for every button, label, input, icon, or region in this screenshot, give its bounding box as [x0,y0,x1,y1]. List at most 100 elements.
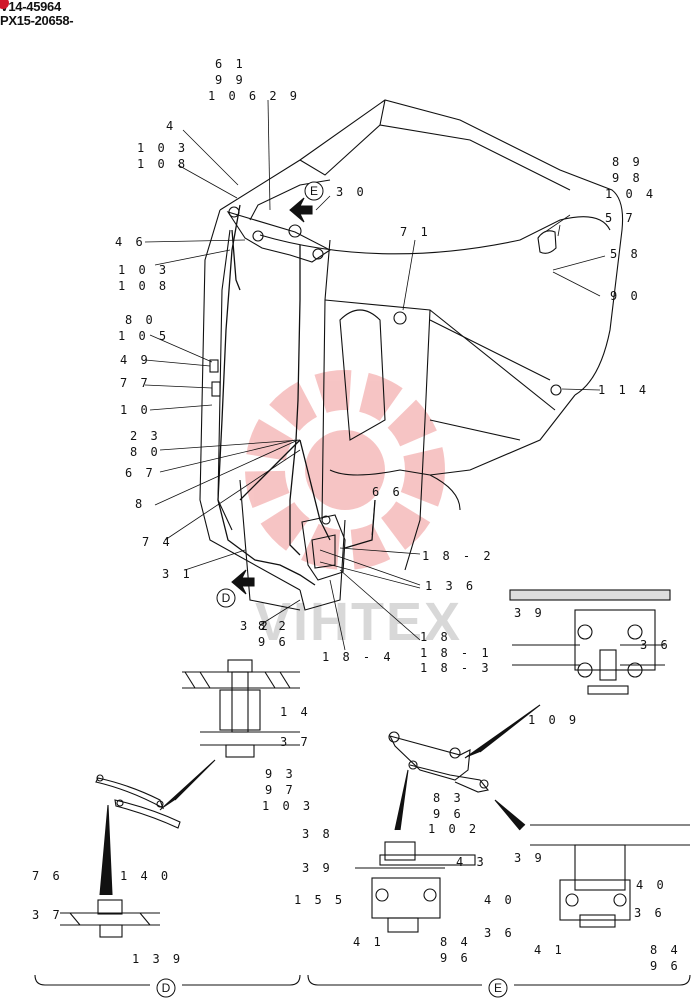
callout-layer: 6 19 91 0 6 2 941 0 31 0 83 04 61 0 31 0… [32,57,681,973]
detail-e-section-right [530,824,690,928]
callout-c71: 7 1 [400,225,431,239]
callout-c89: 8 9 [612,155,643,169]
callout-c80a: 8 0 [125,313,156,327]
callout-c18: 1 8 [420,630,451,644]
callout-c38: 3 8 [302,827,333,841]
callout-c36a: 3 6 [640,638,671,652]
view-d-bracket-line [34,974,301,986]
callout-c96d: 9 6 [650,959,681,973]
callout-c80b: 8 0 [130,445,161,459]
view-d-marker: D [216,588,236,608]
callout-c90: 9 0 [610,289,641,303]
grommet-57 [537,230,557,254]
callout-c104: 1 0 4 [605,187,656,201]
callout-c37a: 3 7 [280,735,311,749]
callout-c74: 7 4 [142,535,173,549]
callout-c96b: 9 6 [433,807,464,821]
brand-badge-icon [0,0,9,9]
callout-c84b: 8 4 [650,943,681,957]
view-e-marker: E [304,181,324,201]
callout-c183: 1 8 - 3 [420,661,492,675]
callout-c8: 8 [135,497,145,511]
callout-c96c: 9 6 [440,951,471,965]
callout-c66: 6 6 [372,485,403,499]
callout-c23: 2 3 [130,429,161,443]
view-e-caption: E [488,978,508,998]
callout-c77: 7 7 [120,376,151,390]
callout-c140: 1 4 0 [120,869,171,883]
callout-c103b: 1 0 3 [118,263,169,277]
watermark-gear-icon [245,370,445,570]
svg-text:E: E [310,184,318,198]
callout-c136: 1 3 6 [425,579,476,593]
detail-bolt-section [182,659,300,758]
view-e-bracket-line [307,974,691,986]
callout-c109: 1 0 9 [528,713,579,727]
callout-c31: 3 1 [162,567,193,581]
grommet-71 [393,311,407,325]
callout-c41b: 4 1 [534,943,565,957]
callout-c103a: 1 0 3 [137,141,188,155]
callout-c102: 1 0 2 [428,822,479,836]
svg-text:D: D [162,981,171,995]
callout-c40b: 4 0 [484,893,515,907]
callout-c99: 9 9 [215,73,246,87]
callout-c184: 1 8 - 4 [322,650,394,664]
svg-text:D: D [222,591,231,605]
leader-lines [144,99,606,651]
callout-c84a: 8 4 [440,935,471,949]
callout-c10629: 1 0 6 2 9 [208,89,300,103]
view-d-caption: D [156,978,176,998]
detail-d-pointer [99,804,113,896]
callout-c57: 5 7 [605,211,636,225]
drawing-revision: PX15-20658- [0,13,74,28]
callout-c96a: 9 6 [258,635,289,649]
callout-c39b: 3 9 [302,861,333,875]
callout-c108a: 1 0 8 [137,157,188,171]
callout-c98: 9 8 [612,171,643,185]
callout-c83: 8 3 [433,791,464,805]
callout-c14: 1 4 [280,705,311,719]
callout-c40a: 4 0 [636,878,667,892]
callout-c76: 7 6 [32,869,63,883]
clip-49-77 [209,359,221,397]
callout-c108b: 1 0 8 [118,279,169,293]
callout-c61: 6 1 [215,57,246,71]
callout-c39a: 3 9 [514,606,545,620]
connector-18 [301,514,346,581]
view-e-arrow-icon [289,197,313,223]
detail-e-section-center [355,841,476,933]
view-d-arrow-icon [231,569,255,595]
svg-text:E: E [494,981,502,995]
cab-roof [219,99,624,396]
callout-c4: 4 [166,119,176,133]
callout-c182: 1 8 - 2 [422,549,494,563]
upper-bracket [226,206,332,263]
detail-bearing-pointer [464,704,541,759]
callout-c67: 6 7 [125,466,156,480]
callout-c181: 1 8 - 1 [420,646,492,660]
watermark-text: VIHTEX [255,592,462,652]
callout-c37b: 3 7 [32,908,63,922]
callout-c97: 9 7 [265,783,296,797]
detail-link-bracket [388,731,489,793]
callout-c105: 1 0 5 [118,329,169,343]
callout-c41a: 4 1 [353,935,384,949]
callout-c30: 3 0 [336,185,367,199]
detail-d-bracket [95,774,181,829]
callout-c114: 1 1 4 [598,383,649,397]
callout-c103c: 1 0 3 [262,799,313,813]
cab-frame [199,209,576,611]
callout-c36b: 3 6 [484,926,515,940]
callout-c39c: 3 9 [514,851,545,865]
callout-c10: 1 0 [120,403,151,417]
callout-c155: 1 5 5 [294,893,345,907]
callout-c93: 9 3 [265,767,296,781]
callout-c58: 5 8 [610,247,641,261]
callout-c49: 4 9 [120,353,151,367]
detail-d-section [60,899,160,938]
detail-bolt-pointer [159,759,216,811]
callout-c36c: 3 6 [634,906,665,920]
callout-c139: 1 3 9 [132,952,183,966]
